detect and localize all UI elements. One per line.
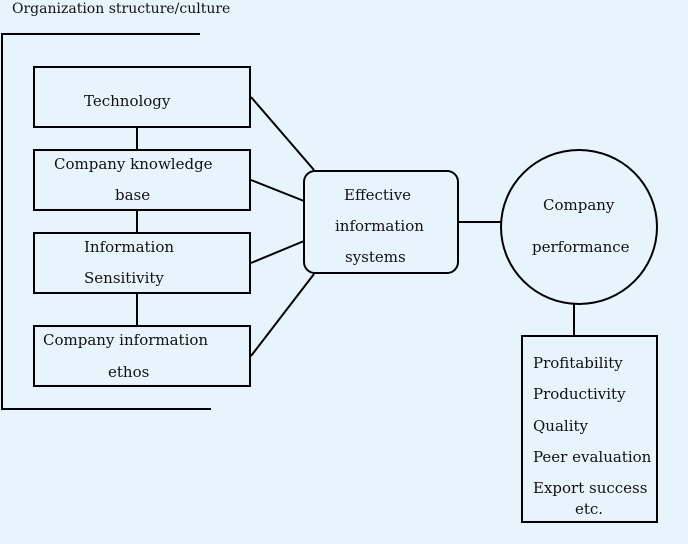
performance-item: Profitability [533, 354, 623, 372]
frame-title: Organization structure/culture [12, 1, 231, 17]
factor-box-company-knowledge-base [33, 149, 251, 211]
factor-box-company-information-ethos [33, 325, 251, 387]
company-performance-circle [500, 149, 658, 305]
outcome-line1: Company [543, 196, 615, 214]
center-line3: systems [345, 248, 406, 266]
factor-box-technology [33, 66, 251, 128]
effective-information-systems-box [303, 170, 459, 274]
performance-item: Peer evaluation [533, 448, 652, 466]
factor-information-line1: Information [84, 238, 175, 256]
center-line2: information [335, 217, 424, 235]
factor-company-knowledge-line1: Company knowledge [54, 155, 213, 173]
factor-company-knowledge-line2: base [115, 186, 151, 204]
factor-company-information-line2: ethos [108, 363, 150, 381]
performance-measures-box: Profitability Productivity Quality Peer … [521, 335, 658, 523]
center-line1: Effective [344, 186, 412, 204]
factor-box-information-sensitivity [33, 232, 251, 294]
performance-etc: etc. [575, 500, 604, 518]
factor-company-information-line1: Company information [43, 331, 209, 349]
outcome-line2: performance [532, 238, 630, 256]
performance-item: Productivity [533, 385, 626, 403]
performance-item: Export success [533, 479, 648, 497]
factor-technology-label: Technology [84, 92, 171, 110]
performance-item: Quality [533, 417, 588, 435]
factor-information-line2: Sensitivity [84, 269, 164, 287]
